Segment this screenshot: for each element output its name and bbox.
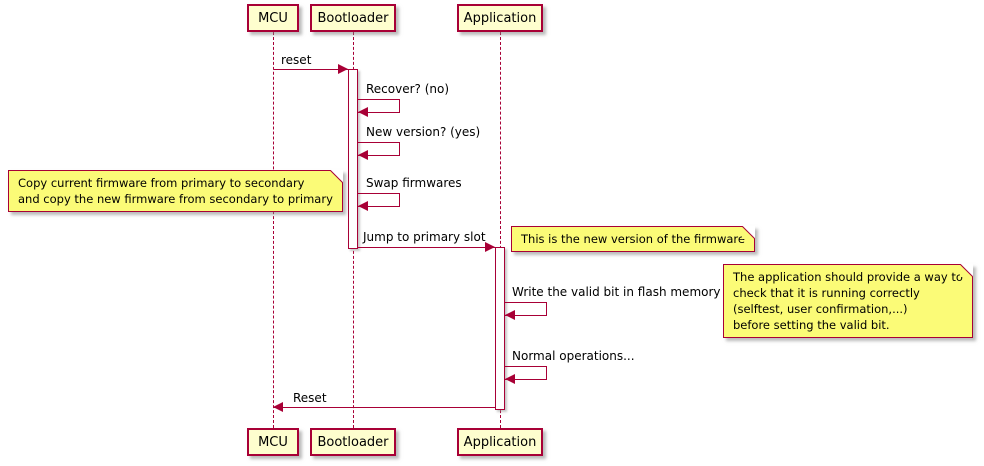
participant-application-top: Application [457, 4, 543, 32]
self-message-new-version-loop [358, 142, 400, 156]
note-new-version: This is the new version of the firmware [511, 226, 755, 252]
self-message-new-version-label: New version? (yes) [366, 125, 481, 139]
participant-bootloader-bottom: Bootloader [310, 428, 396, 456]
note-copy-firmware-text: Copy current firmware from primary to se… [18, 176, 333, 206]
note-copy-firmware: Copy current firmware from primary to se… [8, 170, 343, 212]
participant-bootloader-label: Bootloader [317, 10, 389, 26]
self-message-normal-ops-loop [505, 366, 547, 380]
participant-bootloader-top: Bootloader [310, 4, 396, 32]
message-reset-line [274, 69, 348, 70]
activation-bar-application [495, 247, 505, 410]
self-message-recover-arrow-head-icon [358, 107, 368, 117]
activation-bar-bootloader [348, 69, 358, 249]
note-fold-icon [959, 264, 973, 277]
self-message-recover-label: Recover? (no) [366, 82, 450, 96]
participant-mcu-top: MCU [247, 4, 299, 32]
self-message-valid-bit-label: Write the valid bit in flash memory [512, 285, 721, 299]
self-message-swap-loop [358, 193, 400, 207]
participant-mcu-bottom: MCU [247, 428, 299, 456]
note-fold-icon [741, 226, 755, 239]
note-selftest: The application should provide a way to … [723, 264, 973, 338]
lifeline-mcu [273, 32, 274, 428]
message-reset-label: reset [281, 53, 312, 67]
self-message-normal-ops-label: Normal operations... [512, 349, 635, 363]
participant-mcu-label: MCU [258, 434, 288, 450]
message-jump-line [358, 247, 495, 248]
note-new-version-text: This is the new version of the firmware [521, 232, 745, 246]
lifeline-application [500, 32, 501, 428]
participant-bootloader-label: Bootloader [317, 434, 389, 450]
self-message-new-version-arrow-head-icon [358, 150, 368, 160]
note-selftest-text: The application should provide a way to … [733, 270, 963, 332]
message-final-reset-arrow-head-icon [273, 402, 283, 412]
participant-mcu-label: MCU [258, 10, 288, 26]
message-jump-label: Jump to primary slot [363, 230, 486, 244]
self-message-normal-ops-arrow-head-icon [505, 374, 515, 384]
message-final-reset-line [274, 407, 495, 408]
message-final-reset-label: Reset [293, 391, 327, 405]
participant-application-label: Application [463, 434, 537, 450]
message-jump-arrow-head-icon [485, 242, 495, 252]
participant-application-bottom: Application [457, 428, 543, 456]
note-fold-icon [329, 170, 343, 183]
self-message-recover-loop [358, 99, 400, 113]
message-reset-arrow-head-icon [338, 64, 348, 74]
self-message-valid-bit-loop [505, 302, 547, 316]
self-message-valid-bit-arrow-head-icon [505, 310, 515, 320]
self-message-swap-arrow-head-icon [358, 201, 368, 211]
self-message-swap-label: Swap firmwares [366, 176, 462, 190]
participant-application-label: Application [463, 10, 537, 26]
